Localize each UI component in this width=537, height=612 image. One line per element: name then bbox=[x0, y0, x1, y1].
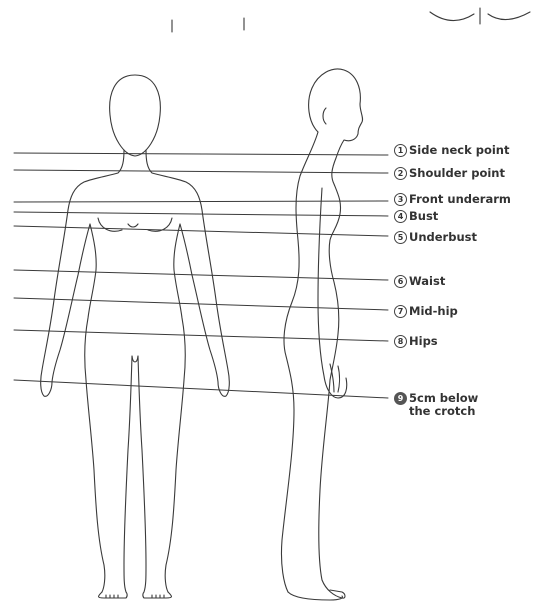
side-head bbox=[309, 69, 363, 158]
measurement-line-9 bbox=[14, 380, 388, 398]
front-torso-right bbox=[165, 224, 185, 592]
landmark-number-6: 6 bbox=[394, 275, 407, 288]
side-figure bbox=[281, 69, 362, 600]
front-inner-leg-left bbox=[124, 356, 132, 592]
front-torso-left bbox=[85, 224, 105, 592]
measurement-line-1 bbox=[14, 153, 388, 155]
measurement-line-4 bbox=[14, 212, 388, 216]
landmark-number-7: 7 bbox=[394, 305, 407, 318]
front-feet bbox=[99, 592, 128, 598]
side-ear bbox=[323, 108, 326, 124]
front-neck-shoulders bbox=[68, 150, 124, 210]
measurement-line-5 bbox=[14, 226, 388, 236]
landmark-number-5: 5 bbox=[394, 231, 407, 244]
front-head bbox=[110, 75, 161, 156]
landmark-number-2: 2 bbox=[394, 167, 407, 180]
landmark-number-3: 3 bbox=[394, 193, 407, 206]
landmark-number-8: 8 bbox=[394, 335, 407, 348]
landmark-number-4: 4 bbox=[394, 210, 407, 223]
landmark-label-9-line2: the crotch bbox=[394, 404, 475, 418]
front-inner-leg-right bbox=[138, 356, 146, 592]
front-left-arm bbox=[41, 210, 90, 396]
measurement-line-8 bbox=[14, 330, 388, 341]
side-front bbox=[319, 158, 345, 598]
top-edge-fragments bbox=[172, 8, 530, 32]
landmark-number-1: 1 bbox=[394, 144, 407, 157]
